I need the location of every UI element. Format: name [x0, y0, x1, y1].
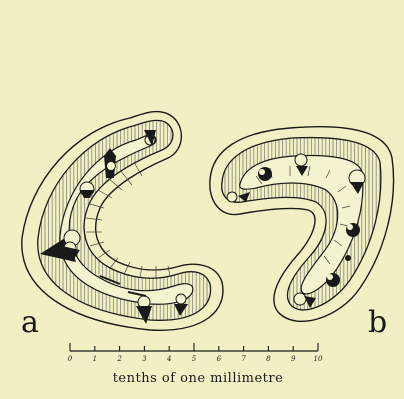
panel-label-b: b: [368, 308, 387, 338]
scale-tick-label: 0: [68, 355, 73, 363]
scale-tick-label: 2: [116, 355, 122, 363]
scale-tick-label: 6: [217, 355, 222, 363]
scale-tick-label: 10: [314, 355, 323, 363]
scale-tick-labels: 0 1 2 3 4 5 6 7 8 9 10: [68, 355, 323, 363]
scale-tick-label: 3: [142, 355, 147, 363]
scale-tick-label: 4: [166, 355, 171, 363]
scale-bar: 0 1 2 3 4 5 6 7 8 9 10: [68, 343, 323, 363]
scale-tick-label: 5: [192, 355, 197, 363]
panel-label-a: a: [21, 308, 39, 338]
scale-tick-label: 1: [93, 355, 97, 363]
scale-caption: tenths of one millimetre: [68, 371, 328, 386]
section-b: [210, 127, 394, 322]
scale-tick-label: 7: [241, 355, 246, 363]
scale-tick-label: 8: [266, 355, 271, 363]
scale-tick-label: 9: [291, 355, 296, 363]
scale-ticks: [70, 343, 318, 351]
section-a: [22, 112, 223, 331]
